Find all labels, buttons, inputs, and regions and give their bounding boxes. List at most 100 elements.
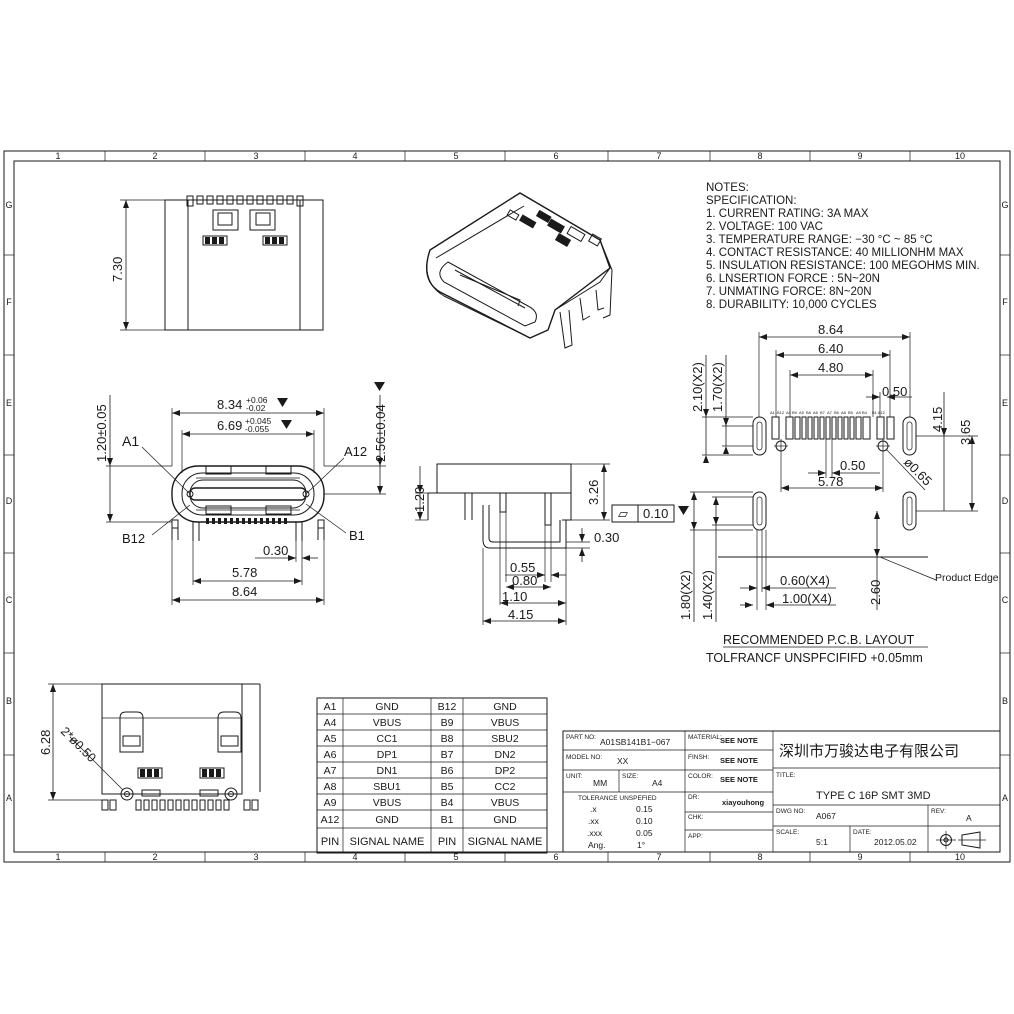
pin-cell: A7 — [324, 765, 337, 777]
pad-label: A4 B9 — [786, 410, 798, 415]
col-label-top: 6 — [553, 151, 558, 161]
front-opening-tol-plus: +0.045 — [245, 416, 272, 426]
part-no-value: A01SB141B1−067 — [600, 737, 670, 747]
app-label: APP: — [688, 833, 703, 840]
pin-cell: A8 — [324, 781, 337, 793]
pad-label: B5 — [848, 410, 854, 415]
pad-label: B1 A12 — [872, 410, 886, 415]
flatness-symbol: ▱ — [618, 506, 628, 521]
col-label-top: 7 — [656, 151, 661, 161]
part-no-label: PART NO: — [566, 734, 596, 741]
pin-cell: A5 — [324, 733, 337, 745]
col-label-top: 2 — [152, 151, 157, 161]
pcb-dim-578: 5.78 — [818, 474, 843, 489]
pin-cell: A12 — [321, 814, 340, 826]
signal-cell: GND — [493, 701, 517, 713]
dr-value: xiayouhong — [722, 798, 765, 807]
note-line: 6. LNSERTION FORCE : 5N~20N — [706, 273, 880, 285]
pcb-dim-260: 2.60 — [868, 580, 883, 605]
signal-cell: VBUS — [373, 717, 402, 729]
front-width-dim: 8.34 — [217, 397, 242, 412]
pin-cell: A6 — [324, 749, 337, 761]
signal-cell: DP2 — [495, 765, 516, 777]
signal-cell: DP1 — [377, 749, 398, 761]
row-label-right: G — [1001, 200, 1008, 210]
chk-label: CHK: — [688, 814, 704, 821]
signal-cell: GND — [375, 701, 399, 713]
front-left-height-dim: 1.20±0.05 — [94, 404, 109, 462]
pin-cell: B5 — [441, 781, 454, 793]
size-value: A4 — [652, 778, 663, 788]
tolerance-label: TOLERANCE UNSPEFIED — [578, 795, 657, 802]
signal-cell: GND — [493, 814, 517, 826]
title-label: TITLE: — [776, 772, 796, 779]
col-label-bottom: 1 — [55, 852, 60, 862]
unit-label: UNIT: — [566, 773, 582, 780]
note-line: 4. CONTACT RESISTANCE: 40 MILLIONHM MAX — [706, 247, 964, 259]
side-height-dim: 1.20 — [412, 487, 427, 512]
pad-label: B12 — [777, 410, 785, 415]
pad-label: B7 — [820, 410, 826, 415]
pcb-dim-170: 1.70(X2) — [710, 362, 725, 412]
pin-table-header: SIGNAL NAME — [468, 836, 543, 848]
signal-cell: VBUS — [491, 717, 520, 729]
row-label-right: F — [1002, 297, 1008, 307]
drawing-title: TYPE C 16P SMT 3MD — [816, 790, 931, 802]
col-label-top: 1 — [55, 151, 60, 161]
signal-cell: VBUS — [491, 797, 520, 809]
isometric-view — [426, 192, 613, 349]
product-edge-label: Product Edge — [935, 572, 999, 584]
scale-value: 5:1 — [816, 837, 828, 847]
col-label-top: 9 — [857, 151, 862, 161]
tolerance-key: .xxx — [587, 828, 603, 838]
pcb-dim-365: 3.65 — [958, 420, 973, 445]
front-right-height-dim: 2.56±0.04 — [373, 404, 388, 462]
pin-cell: B8 — [441, 733, 454, 745]
pad-label: A5 — [799, 410, 805, 415]
model-no-label: MODEL NO: — [566, 754, 602, 761]
pcb-dim-180: 1.80(X2) — [678, 570, 693, 620]
row-label-left: F — [6, 297, 12, 307]
side-dim-080: 0.80 — [512, 573, 537, 588]
row-label-right: E — [1002, 398, 1008, 408]
pad-label: A8 — [841, 410, 847, 415]
row-label-left: C — [6, 595, 13, 605]
bottom-hole-dim: 2*ø0.50 — [58, 724, 99, 765]
front-width-tol-plus: +0.06 — [246, 395, 268, 405]
company-name: 深圳市万骏达电子有限公司 — [779, 743, 959, 760]
side-dim-110: 1.10 — [502, 589, 527, 604]
pad-label: A7 — [827, 410, 833, 415]
row-label-right: A — [1002, 793, 1008, 803]
signal-cell: VBUS — [373, 797, 402, 809]
pin-cell: B6 — [441, 765, 454, 777]
projection-symbol — [936, 831, 986, 849]
col-label-bottom: 7 — [656, 852, 661, 862]
material-label: MATERIAL: — [688, 734, 722, 741]
dwg-no-label: DWG NO: — [776, 808, 805, 815]
flatness-value: 0.10 — [643, 506, 668, 521]
front-opening-tol-minus: -0.055 — [245, 424, 269, 434]
col-label-top: 8 — [757, 151, 762, 161]
signal-cell: CC1 — [376, 733, 397, 745]
col-label-top: 3 — [253, 151, 258, 161]
col-label-top: 10 — [955, 151, 965, 161]
row-label-right: C — [1002, 595, 1009, 605]
scale-label: SCALE: — [776, 829, 799, 836]
title-block: PART NO: MODEL NO: UNIT: SIZE: TOLERANCE… — [562, 730, 1001, 853]
tolerance-value: 0.15 — [636, 804, 653, 814]
bottom-view: 6.28 2*ø0.50 — [38, 683, 261, 811]
side-total-dim: 3.26 — [586, 480, 601, 505]
signal-cell: SBU2 — [491, 733, 519, 745]
signal-cell: DN2 — [494, 749, 515, 761]
pcb-dim-050-mid: 0.50 — [840, 458, 865, 473]
pcb-dim-050-top: 0.50 — [882, 384, 907, 399]
front-opening-dim: 6.69 — [217, 418, 242, 433]
row-label-right: D — [1002, 496, 1009, 506]
date-value: 2012.05.02 — [874, 837, 917, 847]
notes-block: NOTES: SPECIFICATION: 1. CURRENT RATING:… — [706, 182, 980, 311]
front-view: 8.34 +0.06 -0.02 6.69 +0.045 -0.055 1.20… — [94, 382, 388, 605]
note-line: 2. VOLTAGE: 100 VAC — [706, 221, 823, 233]
note-line: 1. CURRENT RATING: 3A MAX — [706, 208, 869, 220]
pcb-layout-title: RECOMMENDED P.C.B. LAYOUT — [723, 633, 915, 647]
notes-heading: NOTES: — [706, 182, 749, 194]
